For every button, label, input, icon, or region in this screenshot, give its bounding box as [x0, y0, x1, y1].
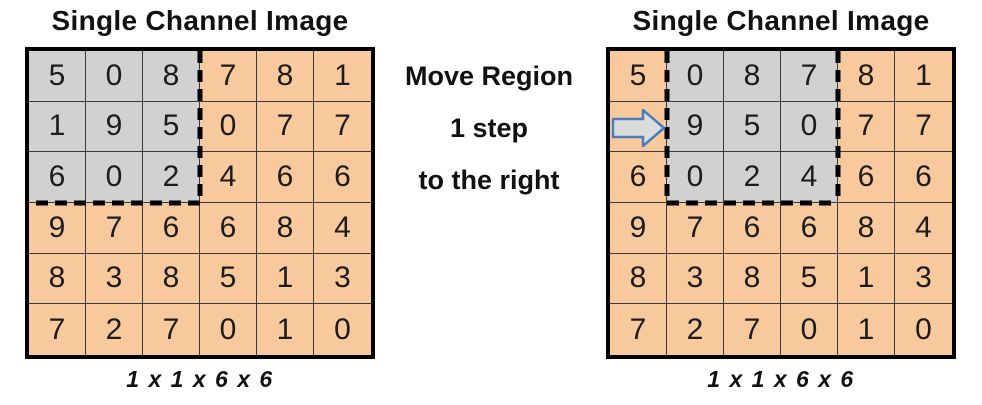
- grid-cell: 6: [781, 203, 838, 254]
- grid-cell: 6: [257, 152, 314, 203]
- grid-cell: 3: [895, 253, 952, 305]
- tensor-dims-label: 1 x 1 x 6 x 6: [126, 366, 274, 392]
- grid-cell: 6: [724, 203, 781, 254]
- grid-cell: [610, 101, 667, 153]
- grid-cell: 1: [895, 51, 952, 102]
- grid-cell: 0: [86, 51, 143, 102]
- grid-cell: 1: [257, 253, 314, 305]
- grid-cell: 8: [610, 253, 667, 305]
- grid-cell: 4: [200, 152, 257, 203]
- grid-cell: 8: [257, 51, 314, 102]
- move-instruction-line-2: 1 step: [449, 112, 529, 143]
- move-instruction: Move Region 1 step to the right: [383, 50, 595, 206]
- grid-cell: 7: [200, 51, 257, 102]
- grid-cell: 2: [724, 152, 781, 203]
- grid-cell: 6: [895, 152, 952, 203]
- grid-cell: 7: [838, 101, 895, 153]
- grid-cell: 2: [86, 304, 143, 355]
- grid-cell: 1: [838, 253, 895, 305]
- grid-cell: 1: [838, 304, 895, 355]
- grid-cell: 8: [724, 253, 781, 305]
- grid-cell: 5: [724, 101, 781, 153]
- grid-cell: 0: [86, 152, 143, 203]
- grid-cell: 8: [838, 51, 895, 102]
- grid-cell: 7: [86, 203, 143, 254]
- page-title: Single Channel Image: [51, 5, 349, 36]
- grid-cell: 7: [143, 304, 200, 355]
- grid-cell: 7: [29, 304, 86, 355]
- grid-cell: 7: [895, 101, 952, 153]
- grid-cell: 5: [200, 253, 257, 305]
- grid-cell: 6: [29, 152, 86, 203]
- grid-cell: 7: [314, 101, 371, 153]
- grid-cell: 4: [781, 152, 838, 203]
- grid-cell: 0: [895, 304, 952, 355]
- grid-cell: 0: [781, 304, 838, 355]
- grid-cell: 7: [667, 203, 724, 254]
- grid-cell: 2: [143, 152, 200, 203]
- grid-cell: 7: [257, 101, 314, 153]
- grid-cell: 4: [895, 203, 952, 254]
- grid-cell: 0: [200, 101, 257, 153]
- grid-cell: 0: [200, 304, 257, 355]
- grid-cell: 8: [724, 51, 781, 102]
- grid-cell: 6: [200, 203, 257, 254]
- grid-cell: 8: [838, 203, 895, 254]
- grid-cell: 3: [314, 253, 371, 305]
- grid-cell: 8: [29, 253, 86, 305]
- grid-cell: 7: [781, 51, 838, 102]
- grid-cell: 5: [143, 101, 200, 153]
- grid-cell: 5: [29, 51, 86, 102]
- grid-cell: 2: [667, 304, 724, 355]
- move-instruction-line-1: Move Region: [404, 60, 573, 91]
- grid-cell: 7: [610, 304, 667, 355]
- tensor-dims-label: 1 x 1 x 6 x 6: [707, 366, 855, 392]
- page-title: Single Channel Image: [632, 5, 930, 36]
- grid-cell: 9: [667, 101, 724, 153]
- grid-cell: 3: [86, 253, 143, 305]
- grid-cell: 0: [781, 101, 838, 153]
- grid-cell: 6: [838, 152, 895, 203]
- grid-cell: 0: [314, 304, 371, 355]
- grid-cell: 3: [667, 253, 724, 305]
- grid-cell: 1: [29, 101, 86, 153]
- grid-cell: 0: [667, 51, 724, 102]
- grid-cell: 8: [143, 51, 200, 102]
- grid-cell: 8: [143, 253, 200, 305]
- grid-cell: 0: [667, 152, 724, 203]
- grid-cell: 1: [257, 304, 314, 355]
- grid-cell: 6: [314, 152, 371, 203]
- grid-cell: 8: [257, 203, 314, 254]
- grid-cell: 9: [610, 203, 667, 254]
- grid-cell: 6: [610, 152, 667, 203]
- move-instruction-line-3: to the right: [418, 164, 560, 195]
- grid-cell: 9: [29, 203, 86, 254]
- grid-cell: 5: [781, 253, 838, 305]
- grid-cell: 9: [86, 101, 143, 153]
- grid-cell: 5: [610, 51, 667, 102]
- grid-cell: 1: [314, 51, 371, 102]
- grid-cell: 4: [314, 203, 371, 254]
- grid-cell: 7: [724, 304, 781, 355]
- grid-cell: 6: [143, 203, 200, 254]
